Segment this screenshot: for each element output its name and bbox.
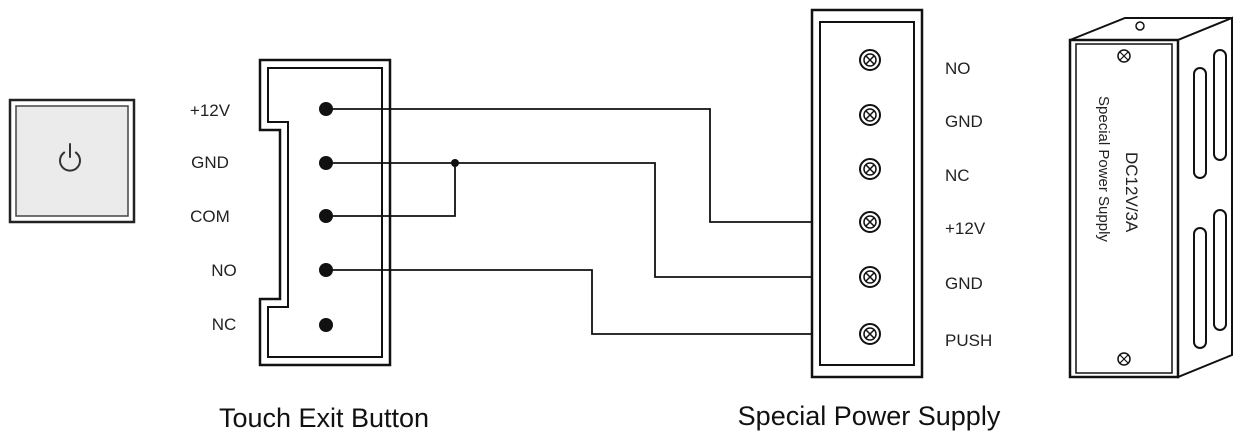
psu-terminal-label-push: PUSH [945, 331, 992, 350]
power-supply-screws [859, 49, 881, 345]
psu-terminal-label-gnd: GND [945, 274, 983, 293]
psu-side-vents [1193, 49, 1227, 349]
wire-12v [326, 108, 870, 223]
exit-terminal-dot-nc [319, 318, 333, 332]
psu-unit-label-rating: DC12V/3A [1122, 152, 1141, 233]
power-icon [59, 143, 81, 172]
screw-no [859, 49, 881, 71]
wires [326, 108, 870, 335]
screw-gnd [859, 266, 881, 288]
exit-terminal-label-com: COM [190, 207, 230, 226]
wire-gnd [326, 162, 870, 278]
psu-front-screw-bottom [1117, 352, 1131, 366]
psu-front-screw-top [1117, 49, 1131, 63]
screw-push [859, 323, 881, 345]
power-supply-unit: DC12V/3A Special Power Supply [1068, 16, 1233, 379]
special-power-supply-caption: Special Power Supply [738, 401, 1001, 431]
screw-gnd-top [859, 104, 881, 126]
exit-terminal-label-no: NO [211, 261, 237, 280]
wire-com [326, 163, 456, 217]
psu-terminal-label-no: NO [945, 59, 971, 78]
wire-junction-dot [451, 159, 459, 167]
power-supply-terminal-labels: NO GND NC +12V GND PUSH [945, 59, 992, 350]
screw-12v [859, 211, 881, 233]
exit-terminal-label-12v: +12V [190, 101, 231, 120]
screw-nc [859, 158, 881, 180]
touch-exit-button-caption: Touch Exit Button [219, 403, 429, 433]
psu-terminal-label-gnd-top: GND [945, 112, 983, 131]
exit-button-terminal-labels: +12V GND COM NO NC [190, 101, 237, 334]
psu-terminal-label-12v: +12V [945, 219, 986, 238]
psu-unit-label-name: Special Power Supply [1095, 96, 1112, 242]
wire-no [326, 269, 870, 335]
psu-terminal-label-nc: NC [945, 166, 970, 185]
exit-terminal-label-nc: NC [212, 315, 237, 334]
power-supply-terminal-block [810, 8, 924, 379]
exit-terminal-label-gnd: GND [191, 153, 229, 172]
touch-exit-button-panel [8, 98, 136, 224]
